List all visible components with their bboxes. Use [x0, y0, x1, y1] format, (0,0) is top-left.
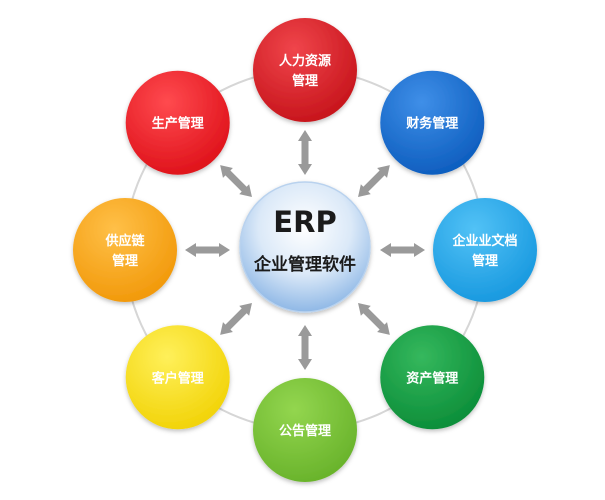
module-label-supply: 供应链	[104, 233, 145, 249]
connector-arrow-hr	[298, 130, 312, 175]
connector-arrow-docs	[380, 243, 425, 257]
module-label-supply: 管理	[112, 253, 138, 269]
module-label-docs: 管理	[472, 253, 498, 269]
module-label-hr: 人力资源	[279, 53, 331, 69]
module-node-assets[interactable]: 资产管理	[380, 325, 485, 430]
module-label-hr: 管理	[292, 73, 318, 89]
module-circle-docs[interactable]	[433, 198, 537, 302]
connector-arrow-notice	[298, 325, 312, 370]
module-label-assets: 资产管理	[406, 370, 458, 386]
connector-arrows	[185, 130, 425, 370]
connector-arrow-customer	[220, 303, 252, 335]
center-subtitle: 企业管理软件	[253, 254, 356, 275]
connector-arrow-finance	[358, 165, 390, 197]
module-circle-assets[interactable]	[380, 325, 485, 430]
module-node-finance[interactable]: 财务管理	[380, 70, 485, 175]
module-node-production[interactable]: 生产管理	[125, 70, 230, 175]
module-circle-supply[interactable]	[73, 198, 177, 302]
module-label-customer: 客户管理	[152, 370, 204, 386]
module-circle-customer[interactable]	[125, 325, 230, 430]
center-title: ERP	[273, 205, 336, 239]
module-circle-hr[interactable]	[253, 18, 357, 122]
module-node-customer[interactable]: 客户管理	[125, 325, 230, 430]
center-circle	[239, 181, 371, 313]
module-label-production: 生产管理	[152, 116, 204, 132]
connector-arrow-assets	[358, 303, 390, 335]
center-hub: ERP 企业管理软件	[239, 181, 371, 313]
module-label-notice: 公告管理	[279, 423, 331, 439]
module-label-docs: 企业业文档	[451, 233, 517, 249]
module-node-notice[interactable]: 公告管理	[253, 378, 357, 482]
module-circle-production[interactable]	[125, 70, 230, 175]
connector-arrow-supply	[185, 243, 230, 257]
module-circle-finance[interactable]	[380, 70, 485, 175]
module-label-finance: 财务管理	[406, 116, 458, 132]
connector-arrow-production	[220, 165, 252, 197]
module-circle-notice[interactable]	[253, 378, 357, 482]
